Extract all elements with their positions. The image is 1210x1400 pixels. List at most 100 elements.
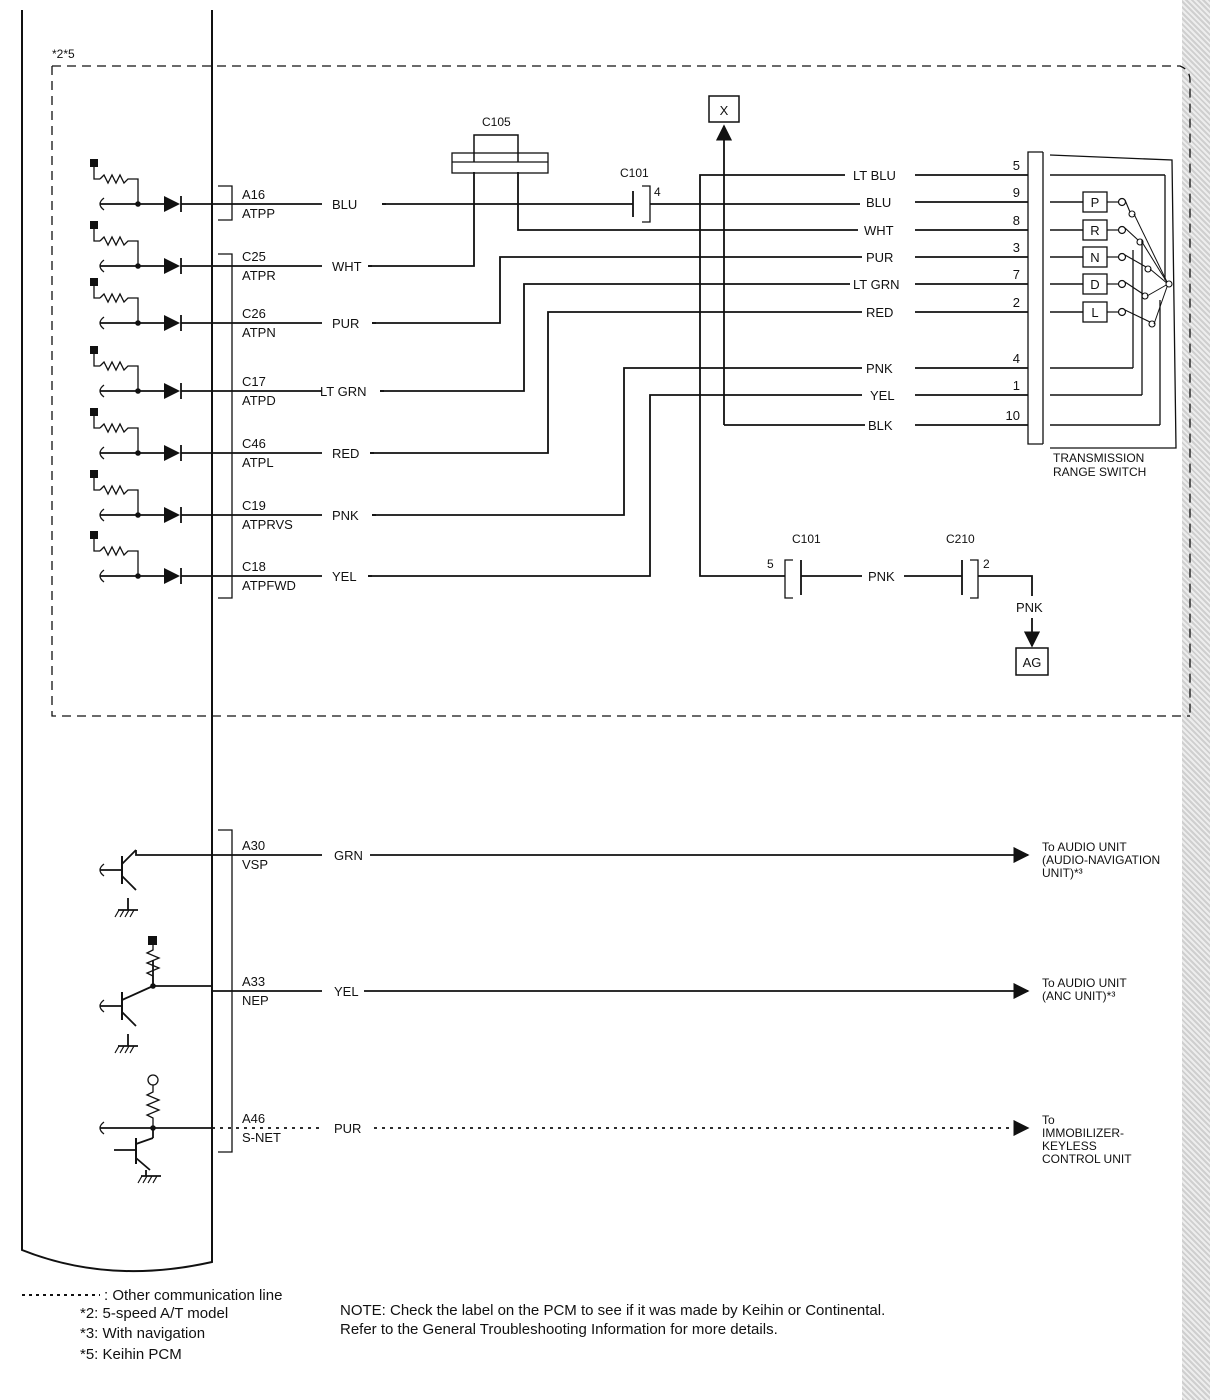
switch-wire-color: PNK [866,361,893,376]
comm-line: A46S-NETPURToIMMOBILIZER-KEYLESSCONTROL … [212,1111,1132,1166]
pin-wire-color: LT GRN [320,384,366,399]
comm-pin-number: A30 [242,838,265,853]
pin-name: ATPRVS [242,517,293,532]
switch-pin-number: 9 [1013,185,1020,200]
ltblu-route [699,174,845,577]
contact [1148,320,1156,328]
footnote-3: *3: With navigation [80,1325,205,1342]
c101b-pin: 5 [767,557,774,571]
pin-wire-color: BLU [332,197,357,212]
snet-driver [99,1074,212,1184]
power-terminal [90,346,98,354]
pin-wire-color: WHT [332,259,362,274]
ag-box [1015,647,1049,676]
pin-name: ATPN [242,325,276,340]
pin-name: ATPP [242,206,275,221]
contact [1117,252,1127,262]
power-terminal [90,278,98,286]
note-line-2: Refer to the General Troubleshooting Inf… [340,1321,778,1338]
contact [1117,225,1127,235]
pcm-input-circuit [90,470,212,523]
pin-wire-color: RED [332,446,359,461]
pcm-input-circuit [90,278,212,331]
wire-route [368,172,475,267]
pin-number: C25 [242,249,266,264]
pin-number: C26 [242,306,266,321]
comm-pin-number: A46 [242,1111,265,1126]
diode [164,383,180,399]
junction [135,388,141,394]
position-letter: L [1091,305,1098,320]
switch-title-1: TRANSMISSION [1053,451,1144,465]
resistor [99,545,139,576]
junction [150,983,156,989]
x-box [708,95,740,123]
junction [135,512,141,518]
power-terminal [147,1074,159,1086]
resistor [145,945,161,986]
ag-mid-wire: PNK [868,569,895,584]
pcm-input-circuit [90,221,212,274]
wire-route [372,367,862,516]
c101-label: C101 [620,166,649,180]
switch-title-2: RANGE SWITCH [1053,465,1146,479]
comm-destination: (ANC UNIT)*³ [1042,989,1115,1003]
diode [164,258,180,274]
switch-pin-number: 8 [1013,213,1020,228]
junction [135,450,141,456]
pin-name: ATPD [242,393,276,408]
resistor [99,360,139,391]
pin-wire-color: PUR [332,316,359,331]
c210-pin: 2 [983,557,990,571]
junction [135,320,141,326]
x-label: X [720,103,729,118]
comm-destination: UNIT)*³ [1042,866,1083,880]
resistor [99,173,139,204]
contact [1128,210,1136,218]
wire-route [380,283,850,392]
c101-pin: 4 [654,185,661,199]
scope-label: *2*5 [52,47,75,61]
pin-number: C17 [242,374,266,389]
switch-pin-number: 2 [1013,295,1020,310]
pin-bracket-c [218,253,233,599]
diode [164,196,180,212]
resistor [99,484,139,515]
diode [164,568,180,584]
power-terminal [90,159,98,167]
note-line-1: NOTE: Check the label on the PCM to see … [340,1302,885,1319]
page-edge-shading [1182,0,1210,1400]
comm-destination: To AUDIO UNIT [1042,976,1127,990]
power-terminal [90,531,98,539]
pcm-body [21,10,213,1273]
comm-pin-name: VSP [242,857,268,872]
pcm-input-circuit [90,346,212,399]
resistor [145,1085,161,1128]
switch-wire-color: PUR [866,250,893,265]
comm-destination: To AUDIO UNIT [1042,840,1127,854]
comm-destination: To [1042,1113,1055,1127]
contact [1117,279,1127,289]
position-letter: D [1090,277,1099,292]
diode [164,445,180,461]
power-terminal [148,936,157,945]
comm-wire-color: YEL [334,984,359,999]
c105-label: C105 [482,115,511,129]
pin-wire-color: YEL [332,569,357,584]
switch-wire-color: LT BLU [853,168,896,183]
scope-box [51,65,1191,717]
resistor [99,235,139,266]
switch-wire-color: BLU [866,195,891,210]
switch-wire-color: YEL [870,388,895,403]
switch-wire-color: LT GRN [853,277,899,292]
wire-route [372,256,862,324]
pin-number: C46 [242,436,266,451]
